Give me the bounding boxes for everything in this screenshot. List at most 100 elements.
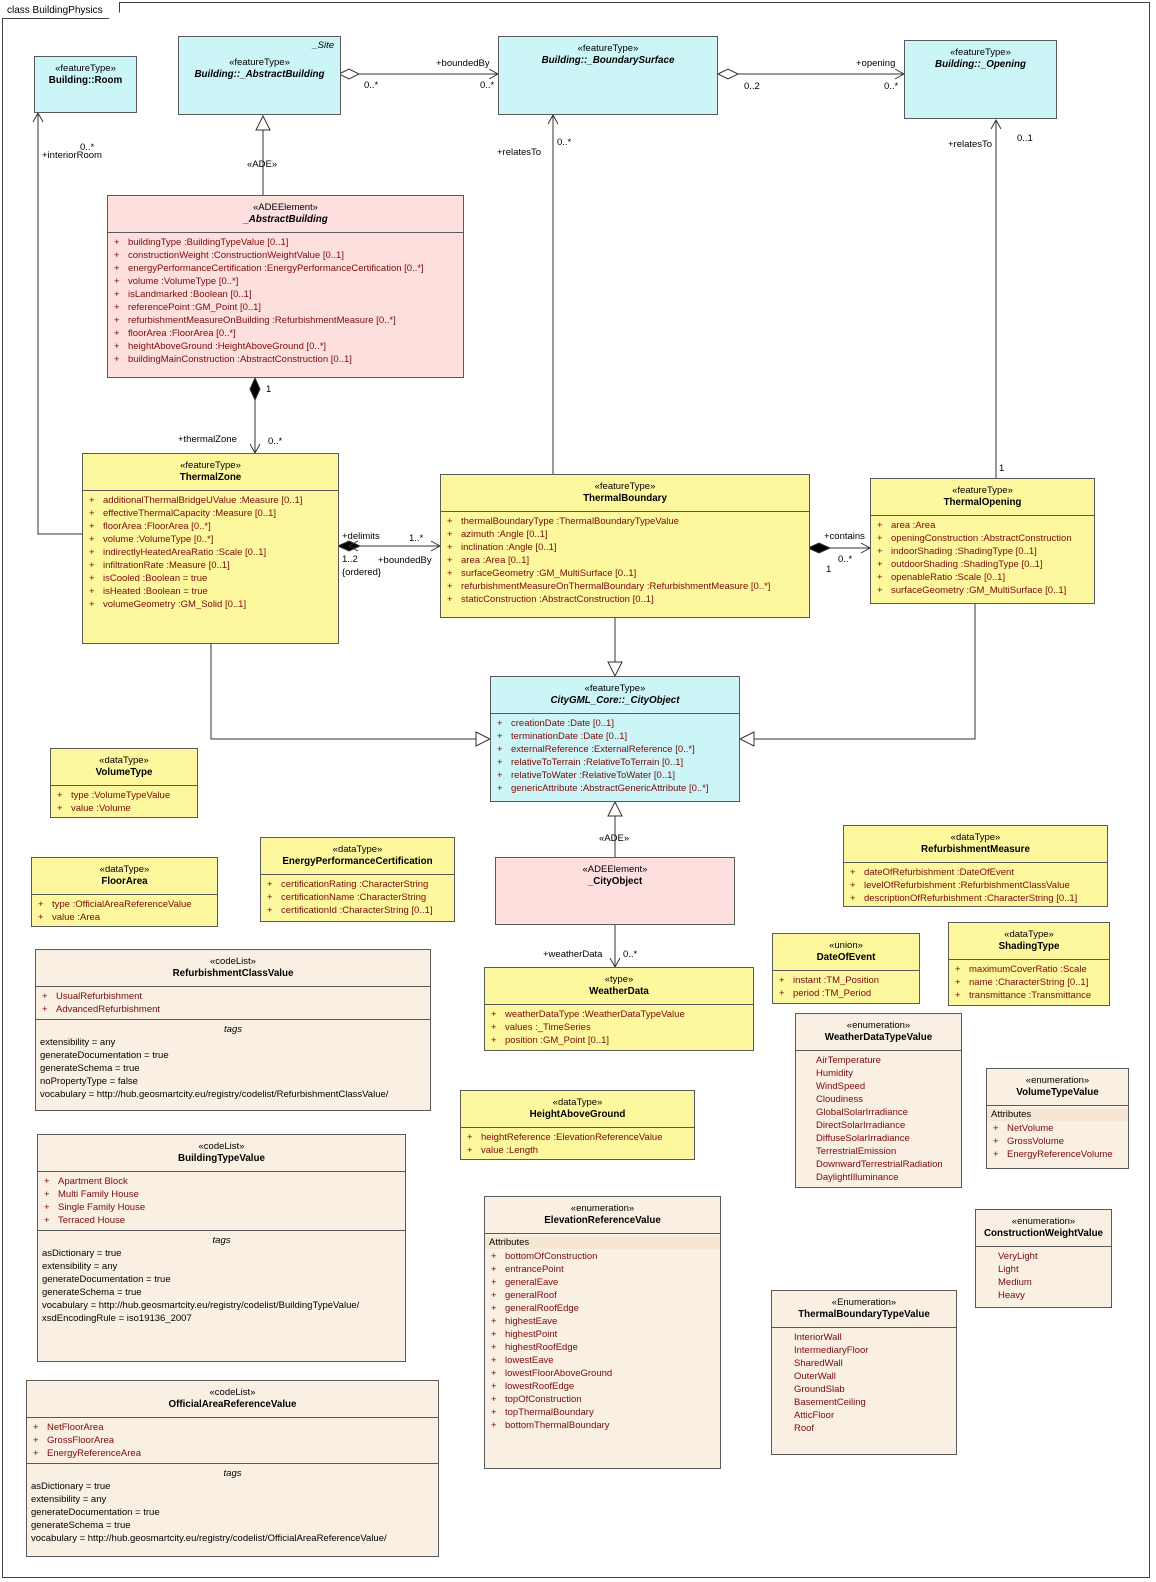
class-thermal-boundary-type-value[interactable]: «Enumeration» ThermalBoundaryTypeValue I… <box>771 1290 957 1455</box>
attribute-row: +Multi Family House <box>44 1189 139 1200</box>
class-name: WeatherData <box>589 986 649 997</box>
attribute-row: +dateOfRefurbishment :DateOfEvent <box>850 867 1014 878</box>
class-header: «type» WeatherData <box>485 968 753 1004</box>
class-weather-data-type-value[interactable]: «enumeration» WeatherDataTypeValue AirTe… <box>795 1013 962 1188</box>
attributes: +dateOfRefurbishment :DateOfEvent +level… <box>844 862 1107 906</box>
class-ade-city-object[interactable]: «ADEElement» _CityObject <box>495 857 735 925</box>
class-volume-type[interactable]: «dataType» VolumeType +type :VolumeTypeV… <box>50 748 198 818</box>
attributes: +heightReference :ElevationReferenceValu… <box>461 1127 694 1159</box>
class-thermal-zone[interactable]: «featureType» ThermalZone +additionalThe… <box>82 453 339 644</box>
stereotype: «featureType» <box>55 63 116 74</box>
class-building-boundary-surface[interactable]: «featureType» Building::_BoundarySurface <box>498 36 718 115</box>
tag-row: generateSchema = true <box>31 1520 131 1531</box>
stereotype: «featureType» <box>180 460 241 471</box>
class-height-above-ground[interactable]: «dataType» HeightAboveGround +heightRefe… <box>460 1090 695 1160</box>
class-official-area-reference-value[interactable]: «codeList» OfficialAreaReferenceValue +N… <box>26 1380 439 1557</box>
stereotype: «featureType» <box>584 683 646 694</box>
class-city-object[interactable]: «featureType» CityGML_Core::_CityObject … <box>490 676 740 802</box>
class-header: «ADEElement» _AbstractBuilding <box>108 196 463 232</box>
class-header: «featureType» ThermalOpening <box>871 479 1094 515</box>
label-weatherdata: +weatherData <box>543 949 603 960</box>
attributes: +area :Area +openingConstruction :Abstra… <box>871 515 1094 600</box>
class-name: _CityObject <box>587 876 643 887</box>
label-mult-room: 0..* <box>80 142 95 153</box>
attribute-row: +certificationName :CharacterString <box>267 892 427 903</box>
class-construction-weight-value[interactable]: «enumeration» ConstructionWeightValue Ve… <box>975 1209 1112 1308</box>
tag-row: generateSchema = true <box>40 1063 140 1074</box>
label-relatesto-bs: +relatesTo <box>497 147 542 158</box>
attribute-row: +inclination :Angle [0..1] <box>447 542 557 553</box>
class-header: «ADEElement» _CityObject <box>496 858 734 888</box>
class-building-abstract-building[interactable]: _Site «featureType» Building::_AbstractB… <box>178 36 341 115</box>
class-thermal-opening[interactable]: «featureType» ThermalOpening +area :Area… <box>870 478 1095 604</box>
class-refurbishment-class-value[interactable]: «codeList» RefurbishmentClassValue +Usua… <box>35 949 431 1111</box>
class-ade-abstract-building[interactable]: «ADEElement» _AbstractBuilding +building… <box>107 195 464 378</box>
attribute-row: +lowestEave <box>491 1355 554 1366</box>
literal-row: DirectSolarIrradiance <box>816 1120 906 1131</box>
attribute-row: +refurbishmentMeasureOnThermalBoundary :… <box>447 581 771 592</box>
class-volume-type-value[interactable]: «enumeration» VolumeTypeValue Attributes… <box>986 1068 1129 1169</box>
attribute-row: +effectiveThermalCapacity :Measure [0..1… <box>89 508 277 519</box>
class-name: Building::Room <box>48 75 123 86</box>
literal-row: TerrestrialEmission <box>816 1146 897 1157</box>
class-header: «codeList» RefurbishmentClassValue <box>36 950 430 986</box>
attribute-row: +EnergyReferenceArea <box>33 1448 141 1459</box>
class-name: ThermalBoundaryTypeValue <box>798 1309 930 1320</box>
class-header: «featureType» Building::_BoundarySurface <box>499 37 717 67</box>
tag-row: vocabulary = http://hub.geosmartcity.eu/… <box>40 1089 389 1100</box>
attributes: +instant :TM_Position +period :TM_Period <box>773 970 919 1003</box>
attributes-section-label: Attributes <box>485 1237 720 1249</box>
attribute-row: +area :Area <box>877 520 936 531</box>
literal-row: Cloudiness <box>816 1094 863 1105</box>
stereotype: «dataType» <box>332 844 383 855</box>
tag-row: vocabulary = http://hub.geosmartcity.eu/… <box>42 1300 360 1311</box>
label-mult-bs2: 0..* <box>557 137 572 148</box>
class-name: Building::_AbstractBuilding <box>194 69 325 80</box>
class-date-of-event[interactable]: «union» DateOfEvent +instant :TM_Positio… <box>772 933 920 1004</box>
attributes-section-label: Attributes <box>987 1109 1128 1121</box>
label-mult-01: 0..1 <box>1017 133 1033 144</box>
attribute-row: +floorArea :FloorArea [0..*] <box>114 328 236 339</box>
attribute-row: +isHeated :Boolean = true <box>89 586 208 597</box>
class-building-room[interactable]: «featureType» Building::Room <box>34 56 137 113</box>
attribute-row: +GrossFloorArea <box>33 1435 115 1446</box>
class-floor-area[interactable]: «dataType» FloorArea +type :OfficialArea… <box>31 857 218 927</box>
stereotype: «dataType» <box>99 755 149 766</box>
class-name: Building::_BoundarySurface <box>541 55 675 66</box>
diagram-title: class BuildingPhysics <box>2 2 120 19</box>
attribute-row: +heightReference :ElevationReferenceValu… <box>467 1132 663 1143</box>
literals: InteriorWall IntermediaryFloor SharedWal… <box>772 1327 956 1438</box>
class-shading-type[interactable]: «dataType» ShadingType +maximumCoverRati… <box>948 922 1110 1006</box>
class-thermal-boundary[interactable]: «featureType» ThermalBoundary +thermalBo… <box>440 474 810 618</box>
attributes: +NetFloorArea +GrossFloorArea +EnergyRef… <box>27 1417 438 1463</box>
attribute-row: +buildingType :BuildingTypeValue [0..1] <box>114 237 289 248</box>
class-building-opening[interactable]: «featureType» Building::_Opening <box>904 40 1057 119</box>
label-mult-bs: 0..* <box>480 80 495 91</box>
class-energy-performance-certification[interactable]: «dataType» EnergyPerformanceCertificatio… <box>260 837 455 922</box>
class-header: «union» DateOfEvent <box>773 934 919 970</box>
label-mult-ab: 0..* <box>364 80 379 91</box>
literal-row: GlobalSolarIrradiance <box>816 1107 908 1118</box>
class-elevation-reference-value[interactable]: «enumeration» ElevationReferenceValue At… <box>484 1196 721 1469</box>
attribute-row: +weatherDataType :WeatherDataTypeValue <box>491 1009 685 1020</box>
attribute-row: +outdoorShading :ShadingType [0..1] <box>877 559 1043 570</box>
class-header: «enumeration» WeatherDataTypeValue <box>796 1014 961 1050</box>
attribute-row: +volume :VolumeType [0..*] <box>89 534 214 545</box>
attribute-row: +highestRoofEdge <box>491 1342 578 1353</box>
class-weather-data[interactable]: «type» WeatherData +weatherDataType :Wea… <box>484 967 754 1051</box>
attribute-row: +bottomOfConstruction <box>491 1251 598 1262</box>
class-building-type-value[interactable]: «codeList» BuildingTypeValue +Apartment … <box>37 1134 406 1362</box>
attribute-row: +Apartment Block <box>44 1176 128 1187</box>
class-header: «dataType» RefurbishmentMeasure <box>844 826 1107 862</box>
stereotype: «dataType» <box>552 1097 603 1108</box>
class-header: «codeList» BuildingTypeValue <box>38 1135 405 1171</box>
tag-row: asDictionary = true <box>31 1481 111 1492</box>
class-name: VolumeTypeValue <box>1016 1087 1099 1098</box>
literal-row: AirTemperature <box>816 1055 881 1066</box>
attribute-row: +entrancePoint <box>491 1264 564 1275</box>
class-refurbishment-measure[interactable]: «dataType» RefurbishmentMeasure +dateOfR… <box>843 825 1108 907</box>
label-delimits: +delimits <box>342 531 380 542</box>
attribute-row: +lowestFloorAboveGround <box>491 1368 613 1379</box>
attribute-row: +azimuth :Angle [0..1] <box>447 529 548 540</box>
